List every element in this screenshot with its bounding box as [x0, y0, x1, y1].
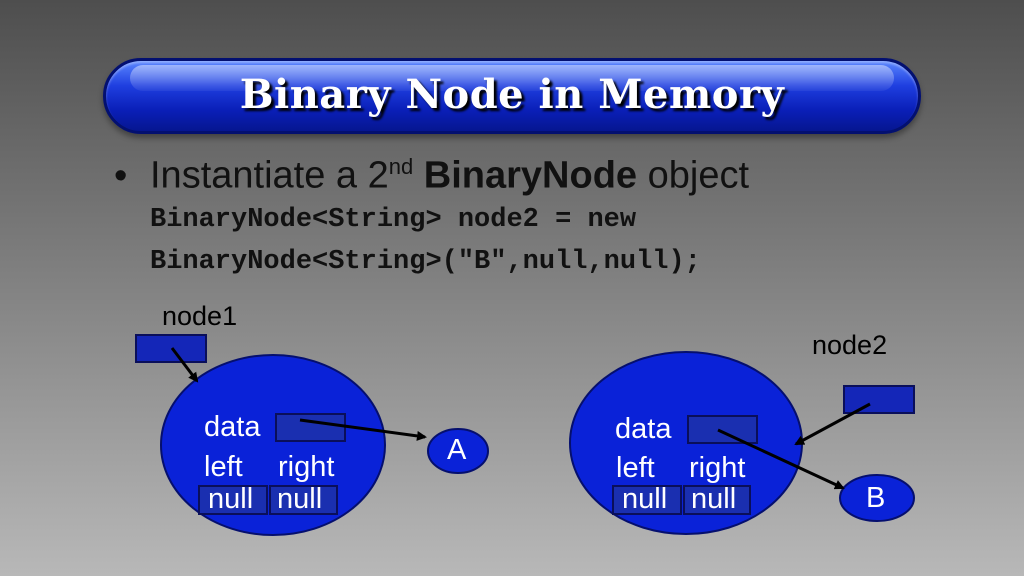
node2-reference-arrow: [794, 402, 871, 446]
code-line-1: BinaryNode<String> node2 = new: [150, 205, 637, 235]
node2-left-field: [612, 485, 682, 515]
node1-reference-box: [135, 334, 207, 363]
node1-data-label: data: [204, 411, 261, 443]
node2-left-label: left: [616, 452, 655, 484]
bullet-class-name: BinaryNode: [423, 154, 638, 197]
node1-data-field: [275, 413, 346, 442]
code-line-2: BinaryNode<String>("B",null,null);: [150, 247, 701, 277]
node1-right-field: [269, 485, 338, 515]
bullet-point: • Instantiate a 2nd BinaryNode object: [114, 154, 749, 198]
bullet-suffix: object: [637, 154, 750, 197]
title-gloss: [130, 65, 894, 91]
node1-reference-arrow: [170, 347, 199, 383]
node2-right-value: null: [691, 483, 737, 515]
node1-reference-label: node1: [162, 301, 238, 331]
node1-right-label: right: [278, 451, 335, 483]
node1-left-label: left: [204, 451, 243, 483]
value-b-object: [839, 474, 915, 522]
bullet-superscript: nd: [388, 154, 414, 179]
node1-left-field: [198, 485, 268, 515]
node2-reference-box: [843, 385, 915, 414]
node2-right-field: [683, 485, 751, 515]
node2-right-label: right: [689, 452, 746, 484]
bullet-icon: •: [114, 154, 128, 197]
slide-title-banner: Binary Node in Memory: [103, 58, 921, 134]
node1-right-value: null: [277, 483, 323, 515]
node2-data-field: [687, 415, 758, 444]
bullet-prefix: Instantiate a 2: [150, 154, 389, 197]
node2-data-value: B: [866, 482, 886, 514]
node2-reference-label: node2: [812, 330, 888, 360]
slide-title: Binary Node in Memory: [239, 71, 785, 118]
node2-data-label: data: [615, 413, 672, 445]
node1-data-value: A: [447, 434, 467, 466]
value-a-object: [427, 428, 489, 474]
node1-left-value: null: [208, 483, 254, 515]
node2-data-arrow: [717, 428, 845, 490]
node2-left-value: null: [622, 483, 668, 515]
node1-data-arrow: [299, 418, 427, 441]
